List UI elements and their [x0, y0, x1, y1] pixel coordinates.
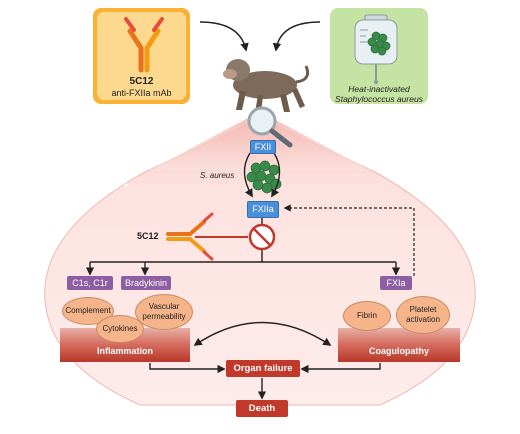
arrow-bacteria-to-animal: [272, 21, 321, 52]
inhibition-icon: [248, 223, 276, 251]
inhibitor-antibody-icon: [166, 212, 214, 261]
antibody-description: anti-FXIIa mAb: [111, 88, 172, 98]
antibody-name: 5C12: [129, 76, 154, 87]
bradykinin-pill: Bradykinin: [121, 276, 171, 290]
arrow-inflammation-to-organ: [149, 363, 226, 374]
s-aureus-cluster: [246, 160, 282, 194]
coagulopathy-platform: [338, 328, 460, 362]
fxii-box: FXII: [250, 140, 276, 154]
magnifier-icon: [247, 106, 293, 148]
cytokines-label: Cytokines: [102, 324, 138, 333]
antibody-icon: [124, 17, 164, 73]
inhibitor-label: 5C12: [137, 231, 159, 241]
crosstalk-arrow: [193, 321, 332, 346]
organ-failure-box: Organ failure: [226, 360, 300, 377]
arrow-fxii-to-fxiia-left: [243, 152, 253, 198]
death-box: Death: [236, 400, 288, 417]
c1s-pill: C1s, C1r: [67, 276, 113, 290]
baboon-icon: [223, 59, 310, 112]
vascular-label-1: Vascular: [148, 302, 180, 311]
inflammation-label: Inflammation: [96, 346, 153, 356]
complement-label: Complement: [65, 306, 111, 315]
fibrin-label: Fibrin: [356, 311, 377, 320]
arrow-antibody-to-animal: [199, 21, 249, 52]
fibrin-oval: Fibrin: [343, 301, 391, 331]
cytokines-oval: Cytokines: [96, 315, 144, 343]
s-aureus-label: S. aureus: [200, 171, 235, 180]
bacteria-line2: Staphylococcus aureus: [335, 94, 423, 104]
fxiia-box: FXIIa: [247, 201, 279, 218]
iv-bag-icon: [354, 14, 398, 84]
feedback-arrow: [283, 204, 415, 276]
fxia-pill: FXIa: [380, 276, 412, 290]
platelet-label-1: Platelet: [409, 305, 437, 314]
arrow-fxii-to-fxiia-right: [271, 152, 281, 198]
coagulopathy-label: Coagulopathy: [369, 346, 429, 356]
platelet-label-2: activation: [406, 315, 440, 324]
arrow-coagulopathy-to-organ: [300, 363, 381, 374]
inflammation-platform: [60, 328, 190, 362]
vascular-label-2: permeability: [142, 312, 186, 321]
bacteria-line1: Heat-inactivated: [348, 84, 410, 94]
